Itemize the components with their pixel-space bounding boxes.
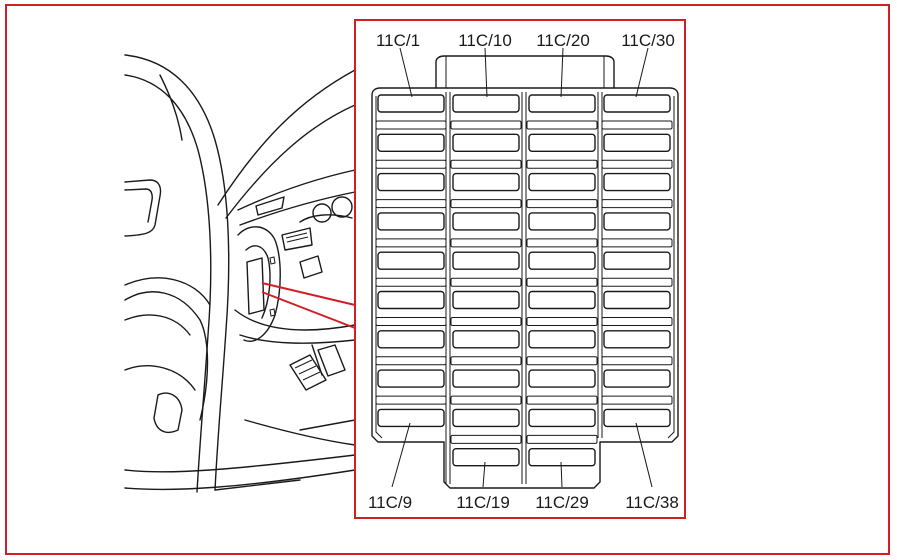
- fuse-slot-col1-9: [377, 408, 445, 428]
- slot-divider: [526, 434, 598, 444]
- fuse-slot-col2-2: [452, 133, 520, 153]
- slot-divider: [601, 120, 673, 130]
- slot-divider: [375, 395, 447, 405]
- car-interior-illustration: [124, 54, 356, 493]
- label-fuse-11c-10: 11C/10: [458, 31, 512, 50]
- slot-divider: [375, 238, 447, 248]
- fuse-slot-col3-6: [528, 290, 596, 310]
- slot-divider: [375, 277, 447, 287]
- fuse-slot-col3-2: [528, 133, 596, 153]
- slot-divider: [601, 199, 673, 209]
- fuse-slots: [375, 94, 673, 467]
- slot-divider: [450, 434, 522, 444]
- slot-divider: [375, 159, 447, 169]
- fuse-slot-col4-3: [603, 172, 671, 192]
- fuse-slot-col1-4: [377, 212, 445, 231]
- slot-divider: [526, 277, 598, 287]
- slot-divider: [450, 356, 522, 366]
- slot-divider: [526, 199, 598, 209]
- fuse-slot-col4-2: [603, 133, 671, 153]
- slot-divider: [601, 317, 673, 326]
- fuse-slot-col2-4: [452, 212, 520, 231]
- fuse-slot-col1-6: [377, 290, 445, 310]
- fuse-slot-col1-3: [377, 172, 445, 192]
- fuse-slot-col3-8: [528, 369, 596, 388]
- label-fuse-11c-20: 11C/20: [536, 31, 590, 50]
- fuse-slot-col1-5: [377, 251, 445, 270]
- slot-divider: [375, 317, 447, 326]
- label-fuse-11c-38: 11C/38: [625, 493, 679, 512]
- label-fuse-11c-9: 11C/9: [368, 493, 412, 512]
- fuse-slot-col4-8: [603, 369, 671, 388]
- slot-divider: [601, 238, 673, 248]
- fuse-slot-col4-1: [603, 94, 671, 113]
- slot-divider: [450, 199, 522, 209]
- slot-divider: [450, 317, 522, 326]
- slot-divider: [450, 120, 522, 130]
- fuse-slot-col3-5: [528, 251, 596, 270]
- fuse-slot-col1-2: [377, 133, 445, 153]
- fuse-slot-col3-1: [528, 94, 596, 113]
- slot-divider: [450, 277, 522, 287]
- slot-divider: [526, 356, 598, 366]
- fuse-slot-col2-10: [452, 448, 520, 467]
- fuse-slot-col1-1: [377, 94, 445, 113]
- fuse-slot-col4-7: [603, 330, 671, 349]
- slot-divider: [526, 317, 598, 326]
- slot-divider: [601, 159, 673, 169]
- slot-divider: [526, 120, 598, 130]
- label-leaders: [391, 47, 653, 488]
- label-fuse-11c-19: 11C/19: [456, 493, 510, 512]
- fuse-slot-col2-1: [452, 94, 520, 113]
- label-fuse-11c-29: 11C/29: [535, 493, 589, 512]
- slot-divider: [375, 120, 447, 130]
- fuse-slot-col2-7: [452, 330, 520, 349]
- slot-divider: [450, 238, 522, 248]
- slot-divider: [526, 395, 598, 405]
- fuse-slot-col3-10: [528, 448, 596, 467]
- slot-divider: [601, 277, 673, 287]
- fuse-slot-col3-9: [528, 408, 596, 428]
- detail-panel-frame: [354, 19, 686, 519]
- pointer-lines: [261, 282, 356, 329]
- slot-divider: [601, 395, 673, 405]
- slot-divider: [450, 159, 522, 169]
- fuse-slot-col2-3: [452, 172, 520, 192]
- fuse-slot-col3-4: [528, 212, 596, 231]
- fuse-slot-col3-7: [528, 330, 596, 349]
- fuse-slot-col1-7: [377, 330, 445, 349]
- slot-divider: [601, 356, 673, 366]
- fuse-slot-col2-8: [452, 369, 520, 388]
- fuse-slot-col2-5: [452, 251, 520, 270]
- slot-divider: [375, 356, 447, 366]
- fuse-slot-col2-6: [452, 290, 520, 310]
- fuse-slot-col4-9: [603, 408, 671, 428]
- slot-divider: [526, 159, 598, 169]
- fuse-box: [371, 55, 679, 489]
- fuse-slot-col4-5: [603, 251, 671, 270]
- fuse-slot-col3-3: [528, 172, 596, 192]
- label-fuse-11c-1: 11C/1: [376, 31, 420, 50]
- fuse-slot-col1-8: [377, 369, 445, 388]
- outer-frame: [5, 4, 890, 555]
- label-fuse-11c-30: 11C/30: [621, 31, 675, 50]
- fuse-slot-col4-4: [603, 212, 671, 231]
- slot-divider: [450, 395, 522, 405]
- slot-divider: [375, 199, 447, 209]
- slot-divider: [526, 238, 598, 248]
- fuse-slot-col2-9: [452, 408, 520, 428]
- fuse-slot-col4-6: [603, 290, 671, 310]
